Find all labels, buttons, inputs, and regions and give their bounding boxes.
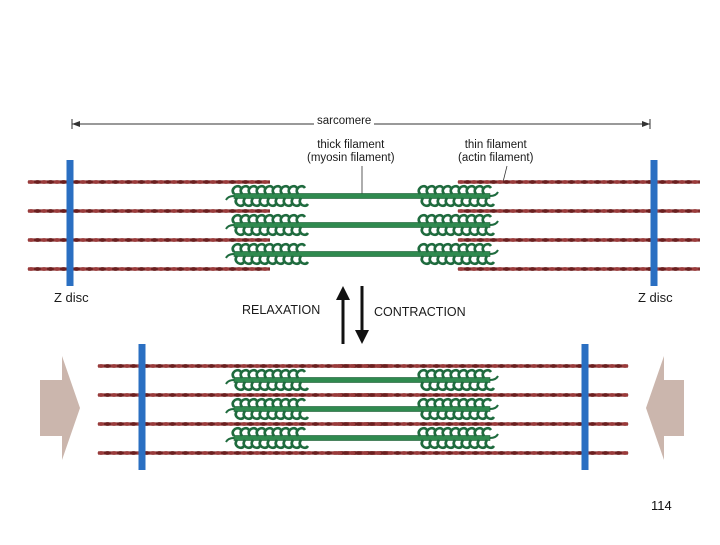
z-disc bbox=[138, 344, 146, 470]
relaxation-label: RELAXATION bbox=[242, 303, 321, 317]
myosin-filament bbox=[225, 368, 499, 392]
myosin-filament bbox=[225, 242, 499, 266]
actin-filament bbox=[335, 393, 629, 397]
actin-filament bbox=[27, 180, 270, 184]
thin-filament-title: thin filament bbox=[464, 139, 527, 151]
contraction-label: CONTRACTION bbox=[374, 305, 466, 319]
compression-arrow-left-icon bbox=[40, 356, 80, 460]
thin-filament-leader bbox=[502, 165, 508, 183]
sarcomere-label: sarcomere bbox=[314, 115, 375, 127]
myosin-filament bbox=[225, 426, 499, 450]
z-disc bbox=[66, 160, 74, 286]
relaxation-arrow-icon bbox=[336, 286, 350, 344]
z-disc-right-label: Z disc bbox=[638, 290, 673, 305]
page-number: 114 bbox=[651, 498, 672, 513]
myosin-filament bbox=[225, 397, 499, 421]
actin-filament bbox=[97, 393, 391, 397]
contracted-sarcomere bbox=[97, 344, 629, 470]
z-disc bbox=[581, 344, 589, 470]
actin-filament bbox=[27, 267, 270, 271]
compression-arrow-right-icon bbox=[646, 356, 684, 460]
actin-filament bbox=[27, 209, 270, 213]
thin-filament-label: thin filament (actin filament) bbox=[458, 139, 533, 165]
relaxed-sarcomere bbox=[27, 160, 700, 286]
actin-filament bbox=[335, 364, 629, 368]
thick-filament-title: thick filament bbox=[317, 139, 385, 151]
myosin-filament bbox=[225, 213, 499, 237]
actin-filament bbox=[335, 451, 629, 455]
actin-filament bbox=[457, 180, 700, 184]
thick-filament-label: thick filament (myosin filament) bbox=[307, 139, 395, 165]
z-disc-left-label: Z disc bbox=[54, 290, 89, 305]
actin-filament bbox=[457, 238, 700, 242]
myosin-filament bbox=[225, 184, 499, 208]
z-disc bbox=[650, 160, 658, 286]
actin-filament bbox=[457, 267, 700, 271]
contraction-arrow-icon bbox=[355, 286, 369, 344]
actin-filament bbox=[457, 209, 700, 213]
thick-filament-subtitle: (myosin filament) bbox=[307, 152, 395, 164]
thin-filament-subtitle: (actin filament) bbox=[458, 152, 534, 164]
actin-filament bbox=[27, 238, 270, 242]
